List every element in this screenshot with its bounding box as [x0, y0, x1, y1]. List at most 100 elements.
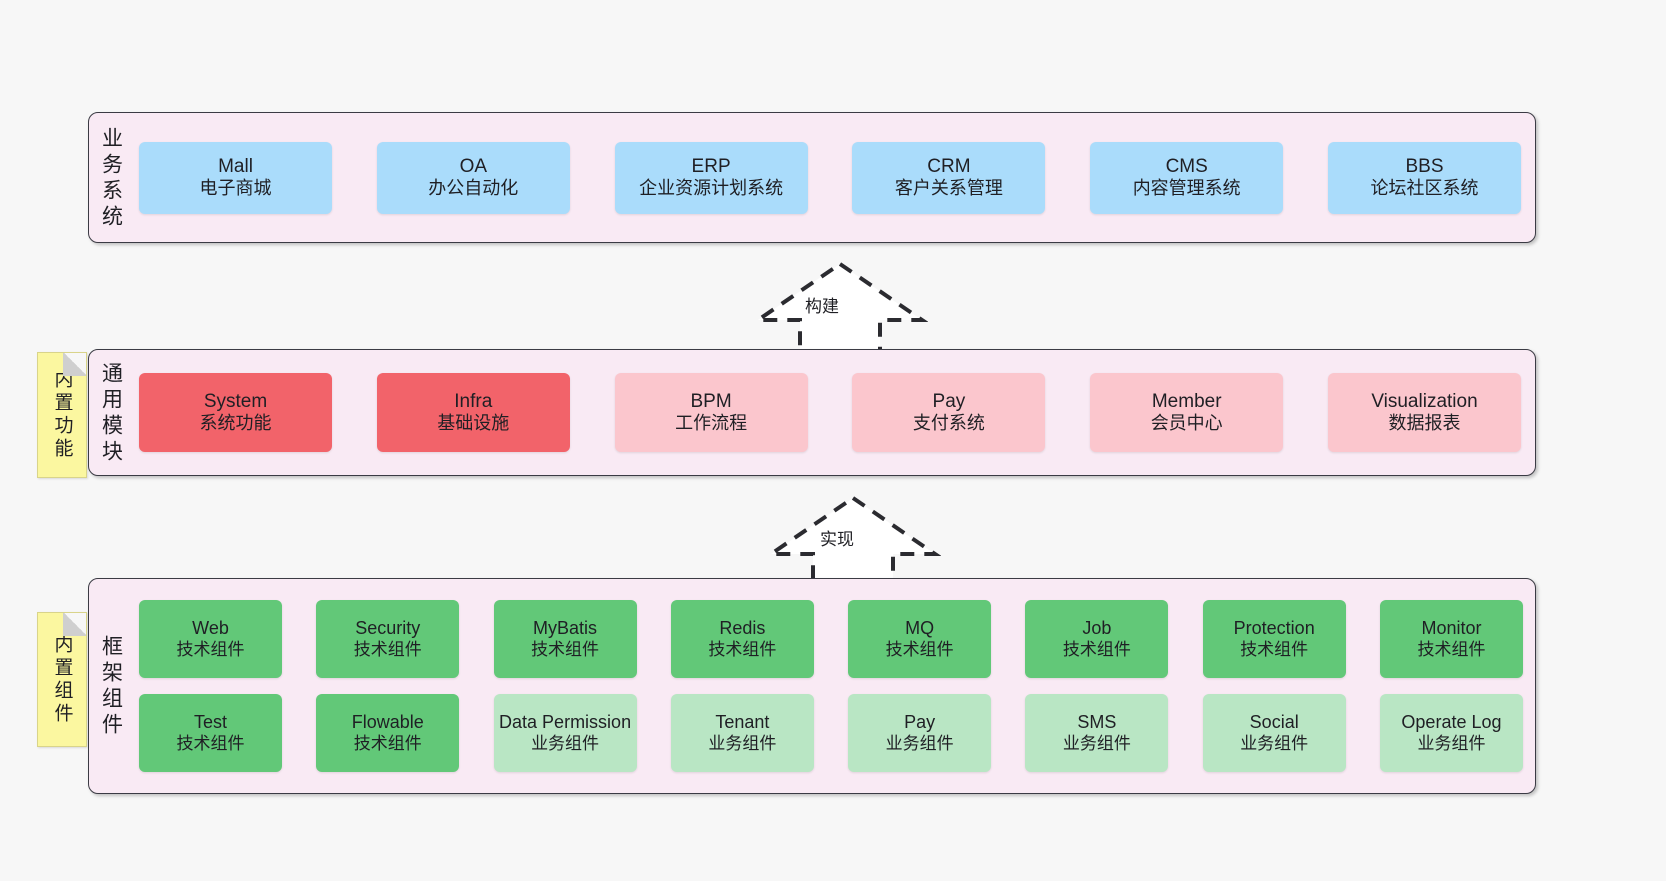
node-flowable[interactable]: Flowable 技术组件	[316, 694, 460, 772]
node-title-en: System	[203, 390, 268, 412]
node-protection[interactable]: Protection 技术组件	[1202, 600, 1346, 678]
node-title-cn: 企业资源计划系统	[639, 178, 784, 199]
arrow-implement-icon	[764, 492, 942, 597]
node-test[interactable]: Test 技术组件	[139, 694, 282, 772]
layer-business-systems: 业务系统 Mall 电子商城 OA 办公自动化 ERP 企业资源计划系统 CRM…	[88, 112, 1536, 243]
node-title-cn: 技术组件	[176, 733, 245, 753]
node-cms[interactable]: CMS 内容管理系统	[1090, 141, 1284, 214]
sticky-note-builtin-components: 内置组件	[37, 612, 87, 747]
node-row: Web 技术组件 Security 技术组件 MyBatis 技术组件 Redi…	[139, 600, 1523, 678]
node-oa[interactable]: OA 办公自动化	[376, 141, 570, 214]
node-title-cn: 数据报表	[1388, 413, 1461, 434]
node-web[interactable]: Web 技术组件	[139, 600, 282, 678]
layer-title-common: 通用模块	[99, 361, 123, 466]
node-mall[interactable]: Mall 电子商城	[139, 141, 332, 214]
node-title-en: Test	[193, 711, 227, 732]
node-title-en: SMS	[1077, 711, 1117, 732]
node-title-cn: 业务组件	[1062, 733, 1131, 753]
node-title-cn: 业务组件	[1417, 733, 1486, 753]
node-title-en: CRM	[927, 155, 971, 177]
node-title-cn: 支付系统	[912, 413, 985, 434]
node-title-cn: 客户关系管理	[894, 178, 1003, 199]
node-row: Mall 电子商城 OA 办公自动化 ERP 企业资源计划系统 CRM 客户关系…	[139, 141, 1521, 214]
node-title-en: Redis	[719, 617, 766, 638]
node-bbs[interactable]: BBS 论坛社区系统	[1327, 141, 1521, 214]
node-title-cn: 电子商城	[199, 178, 272, 199]
node-title-cn: 系统功能	[199, 413, 272, 434]
node-title-en: Pay	[904, 711, 936, 732]
node-redis[interactable]: Redis 技术组件	[670, 600, 814, 678]
layer-body-common: System 系统功能 Infra 基础设施 BPM 工作流程 Pay 支付系统…	[133, 350, 1535, 475]
arrow-build-label: 构建	[805, 297, 839, 316]
node-title-cn: 技术组件	[176, 639, 245, 659]
node-row: Test 技术组件 Flowable 技术组件 Data Permission …	[139, 694, 1523, 772]
node-title-en: Protection	[1233, 617, 1315, 638]
layer-common-modules: 通用模块 System 系统功能 Infra 基础设施 BPM 工作流程 Pay…	[88, 349, 1536, 476]
node-title-cn: 办公自动化	[428, 178, 519, 199]
node-title-en: Job	[1082, 617, 1112, 638]
node-title-en: Data Permission	[499, 711, 632, 732]
node-visualization[interactable]: Visualization 数据报表	[1327, 373, 1521, 452]
node-title-en: Operate Log	[1401, 711, 1502, 732]
node-pay[interactable]: Pay 支付系统	[852, 373, 1046, 452]
node-erp[interactable]: ERP 企业资源计划系统	[614, 141, 808, 214]
node-title-cn: 基础设施	[437, 413, 510, 434]
node-title-en: OA	[459, 155, 488, 177]
node-title-cn: 内容管理系统	[1132, 178, 1241, 199]
node-title-cn: 技术组件	[353, 733, 422, 753]
node-title-en: Tenant	[715, 711, 770, 732]
node-title-en: Pay	[932, 390, 966, 412]
arrow-implement-label: 实现	[820, 530, 854, 549]
node-title-cn: 论坛社区系统	[1370, 178, 1479, 199]
node-monitor[interactable]: Monitor 技术组件	[1379, 600, 1523, 678]
node-tenant[interactable]: Tenant 业务组件	[670, 694, 814, 772]
node-title-en: Flowable	[351, 711, 424, 732]
node-job[interactable]: Job 技术组件	[1025, 600, 1169, 678]
sticky-note-builtin-functions: 内置功能	[37, 352, 87, 478]
node-member[interactable]: Member 会员中心	[1090, 373, 1284, 452]
node-title-en: MyBatis	[533, 617, 598, 638]
node-title-cn: 技术组件	[353, 639, 422, 659]
node-title-cn: 技术组件	[531, 639, 600, 659]
node-title-cn: 技术组件	[1240, 639, 1309, 659]
node-mybatis[interactable]: MyBatis 技术组件	[493, 600, 637, 678]
node-title-en: Security	[355, 617, 421, 638]
node-title-cn: 业务组件	[1240, 733, 1309, 753]
node-title-cn: 技术组件	[708, 639, 777, 659]
node-title-en: ERP	[691, 155, 731, 177]
node-data-permission[interactable]: Data Permission 业务组件	[493, 694, 637, 772]
node-title-cn: 业务组件	[531, 733, 600, 753]
node-mq[interactable]: MQ 技术组件	[848, 600, 992, 678]
node-title-en: Infra	[454, 390, 493, 412]
node-title-en: Visualization	[1371, 390, 1478, 412]
node-title-en: Web	[192, 617, 229, 638]
node-title-en: CMS	[1165, 155, 1208, 177]
node-social[interactable]: Social 业务组件	[1202, 694, 1346, 772]
node-row: System 系统功能 Infra 基础设施 BPM 工作流程 Pay 支付系统…	[139, 373, 1521, 452]
node-pay-component[interactable]: Pay 业务组件	[848, 694, 992, 772]
node-title-en: BPM	[690, 390, 732, 412]
node-crm[interactable]: CRM 客户关系管理	[852, 141, 1046, 214]
layer-body-business: Mall 电子商城 OA 办公自动化 ERP 企业资源计划系统 CRM 客户关系…	[133, 113, 1535, 242]
node-infra[interactable]: Infra 基础设施	[376, 373, 570, 452]
arrow-build-icon	[751, 258, 929, 363]
node-title-cn: 技术组件	[1417, 639, 1486, 659]
node-title-en: MQ	[905, 617, 935, 638]
node-bpm[interactable]: BPM 工作流程	[614, 373, 808, 452]
node-title-en: Social	[1249, 711, 1299, 732]
node-title-en: BBS	[1405, 155, 1444, 177]
node-title-cn: 会员中心	[1150, 413, 1223, 434]
node-title-cn: 业务组件	[708, 733, 777, 753]
layer-body-framework: Web 技术组件 Security 技术组件 MyBatis 技术组件 Redi…	[133, 579, 1535, 793]
node-title-en: Monitor	[1421, 617, 1482, 638]
node-system[interactable]: System 系统功能	[139, 373, 332, 452]
node-title-en: Mall	[218, 155, 253, 177]
layer-framework-components: 框架组件 Web 技术组件 Security 技术组件 MyBatis 技术组件…	[88, 578, 1536, 794]
node-title-en: Member	[1151, 390, 1222, 412]
node-sms[interactable]: SMS 业务组件	[1025, 694, 1169, 772]
node-operate-log[interactable]: Operate Log 业务组件	[1379, 694, 1523, 772]
node-title-cn: 技术组件	[1062, 639, 1131, 659]
node-title-cn: 工作流程	[675, 413, 748, 434]
node-security[interactable]: Security 技术组件	[316, 600, 460, 678]
